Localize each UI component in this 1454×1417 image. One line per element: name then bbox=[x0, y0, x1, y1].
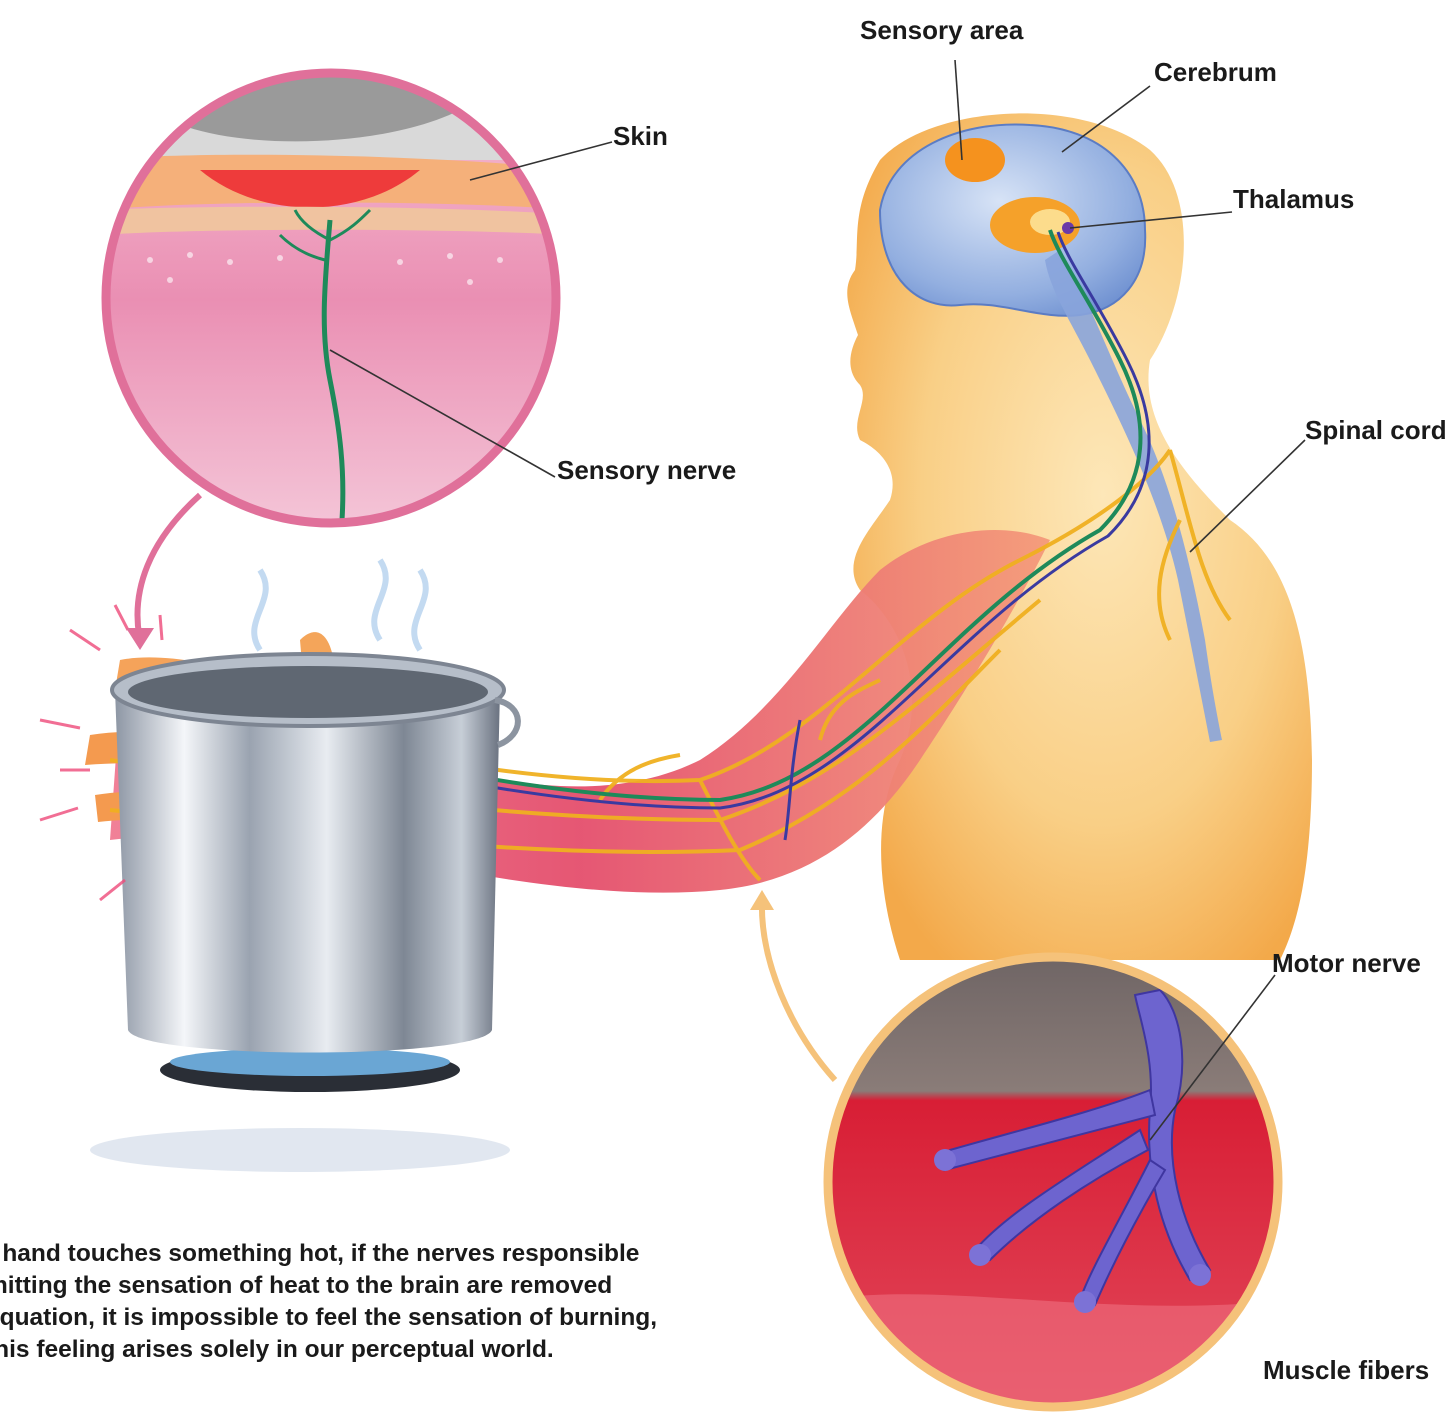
label-sensory-nerve: Sensory nerve bbox=[557, 457, 736, 483]
label-cerebrum: Cerebrum bbox=[1154, 59, 1277, 85]
cooking-pot bbox=[40, 560, 518, 1172]
label-motor-nerve: Motor nerve bbox=[1272, 950, 1421, 976]
label-skin: Skin bbox=[613, 123, 668, 149]
caption-line-1: r hand touches something hot, if the ner… bbox=[0, 1238, 746, 1270]
label-sensory-area: Sensory area bbox=[860, 17, 1023, 43]
label-thalamus: Thalamus bbox=[1233, 186, 1354, 212]
caption-line-2: mitting the sensation of heat to the bra… bbox=[0, 1270, 746, 1302]
label-muscle-fibers: Muscle fibers bbox=[1263, 1357, 1429, 1383]
caption-line-4: this feeling arises solely in our percep… bbox=[0, 1334, 746, 1366]
caption-line-3: equation, it is impossible to feel the s… bbox=[0, 1302, 746, 1334]
label-spinal-cord: Spinal cord bbox=[1305, 417, 1447, 443]
human-figure bbox=[847, 113, 1312, 960]
skin-inset bbox=[100, 70, 570, 650]
caption-text: r hand touches something hot, if the ner… bbox=[0, 1238, 746, 1366]
muscle-inset bbox=[750, 890, 1290, 1417]
